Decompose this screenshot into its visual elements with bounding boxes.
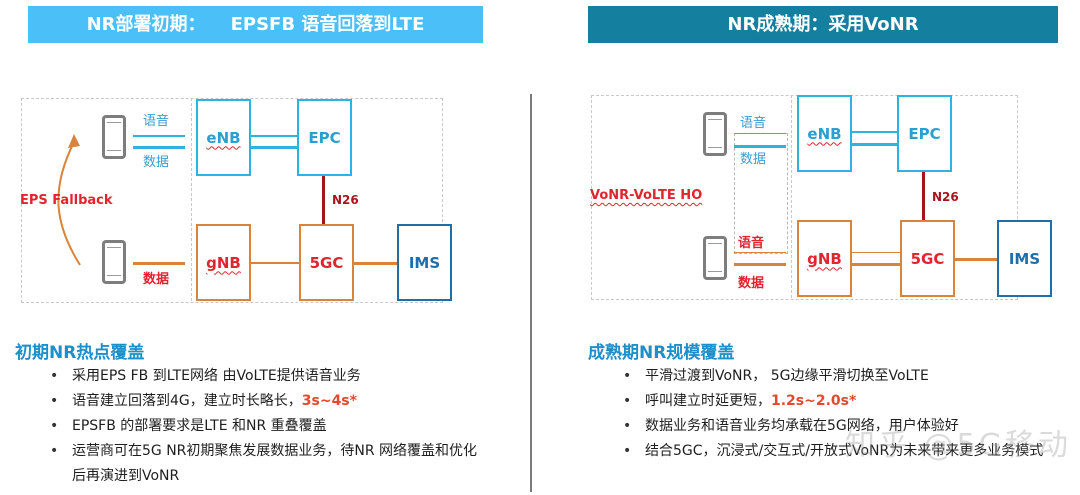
ims-node: IMS [397, 224, 452, 301]
right-bullet-item: 呼叫建立时延更短，1.2s~2.0s* [623, 389, 1063, 414]
left-diagram-separator [191, 98, 192, 301]
enb-epc-link-1 [852, 131, 897, 133]
epc-node: EPC [897, 95, 952, 172]
enb-epc-link-2 [251, 146, 297, 149]
gnb-node: gNB [797, 220, 852, 297]
ue-bottom-data-label: 数据 [143, 272, 170, 287]
ue-top-data-label: 数据 [740, 152, 767, 167]
ue-bottom-phone-icon [102, 240, 126, 284]
ims-node: IMS [997, 220, 1052, 297]
ue-bottom-data-link [133, 262, 185, 265]
eps-fallback-arrow-icon [57, 134, 81, 266]
left-section-title: 初期NR热点覆盖 [15, 343, 145, 363]
eps-fallback-label: EPS Fallback [20, 193, 113, 208]
gnb-5gc-data-link [852, 263, 900, 266]
ue-top-voice-label: 语音 [143, 114, 170, 129]
right-bullet-list: 平滑过渡到VoNR， 5G边缘平滑切换至VoLTE 呼叫建立时延更短，1.2s~… [623, 364, 1063, 464]
n26-link [322, 176, 325, 224]
ue-top-data-link [734, 145, 786, 148]
right-diagram-separator [791, 95, 792, 298]
watermark: 知乎 @5G移动 [845, 428, 1071, 463]
gnb-5gc-voice-link [852, 252, 900, 253]
ue-top-phone-icon [102, 115, 126, 159]
5gc-node: 5GC [299, 224, 354, 301]
enb-node: eNB [196, 99, 251, 176]
vonr-volte-ho-label: VoNR-VoLTE HO [590, 188, 703, 203]
ue-bottom-data-link [734, 263, 786, 266]
ue-bottom-data-label: 数据 [738, 276, 765, 291]
left-bullet-list: 采用EPS FB 到LTE网络 由VoLTE提供语音业务 语音建立回落到4G，建… [50, 364, 490, 489]
right-bullet-item: 平滑过渡到VoNR， 5G边缘平滑切换至VoLTE [623, 364, 1063, 389]
left-diagram-frame [21, 98, 443, 303]
n26-link [922, 172, 925, 220]
ue-bottom-phone-icon [703, 236, 727, 280]
5gc-ims-link [955, 258, 998, 261]
vonr-setup-time: 1.2s~2.0s* [771, 393, 857, 409]
ue-top-phone-icon [703, 112, 727, 156]
enb-epc-link-2 [852, 143, 897, 146]
left-bullet-item: 运营商可在5G NR初期聚焦发展数据业务，待NR 网络覆盖和优化后再演进到VoN… [50, 439, 490, 489]
left-bullet-item: 语音建立回落到4G，建立时长略长，3s~4s* [50, 389, 490, 414]
right-section-title: 成熟期NR规模覆盖 [588, 343, 735, 363]
panel-divider [530, 94, 532, 492]
ue-top-data-label: 数据 [143, 155, 170, 170]
5gc-ims-link [354, 262, 398, 265]
ue-bottom-voice-link [734, 252, 786, 253]
enb-epc-link-1 [251, 135, 297, 137]
gnb-5gc-link [251, 262, 299, 264]
ue-bottom-voice-label: 语音 [738, 236, 765, 251]
n26-label: N26 [332, 193, 359, 207]
left-banner-title: NR部署初期： EPSFB 语音回落到LTE [28, 6, 483, 43]
eps-fb-setup-time: 3s~4s* [301, 393, 357, 409]
right-banner-title: NR成熟期：采用VoNR [588, 6, 1058, 43]
n26-label: N26 [932, 190, 959, 204]
enb-node: eNB [797, 95, 852, 172]
left-bullet-item: 采用EPS FB 到LTE网络 由VoLTE提供语音业务 [50, 364, 490, 389]
ue-top-voice-link [734, 133, 786, 134]
epc-node: EPC [297, 99, 352, 176]
left-bullet-item: EPSFB 的部署要求是LTE 和NR 重叠覆盖 [50, 414, 490, 439]
ue-top-voice-label: 语音 [740, 116, 767, 131]
gnb-node: gNB [196, 224, 251, 301]
ue-top-voice-link [133, 135, 185, 137]
right-bullet-item: 结合5GC，沉浸式/交互式/开放式VoNR为未来带来更多业务模式 [623, 439, 1063, 464]
5gc-node: 5GC [900, 220, 955, 297]
right-bullet-item: 数据业务和语音业务均承载在5G网络，用户体验好 [623, 414, 1063, 439]
ue-top-data-link [133, 146, 185, 149]
